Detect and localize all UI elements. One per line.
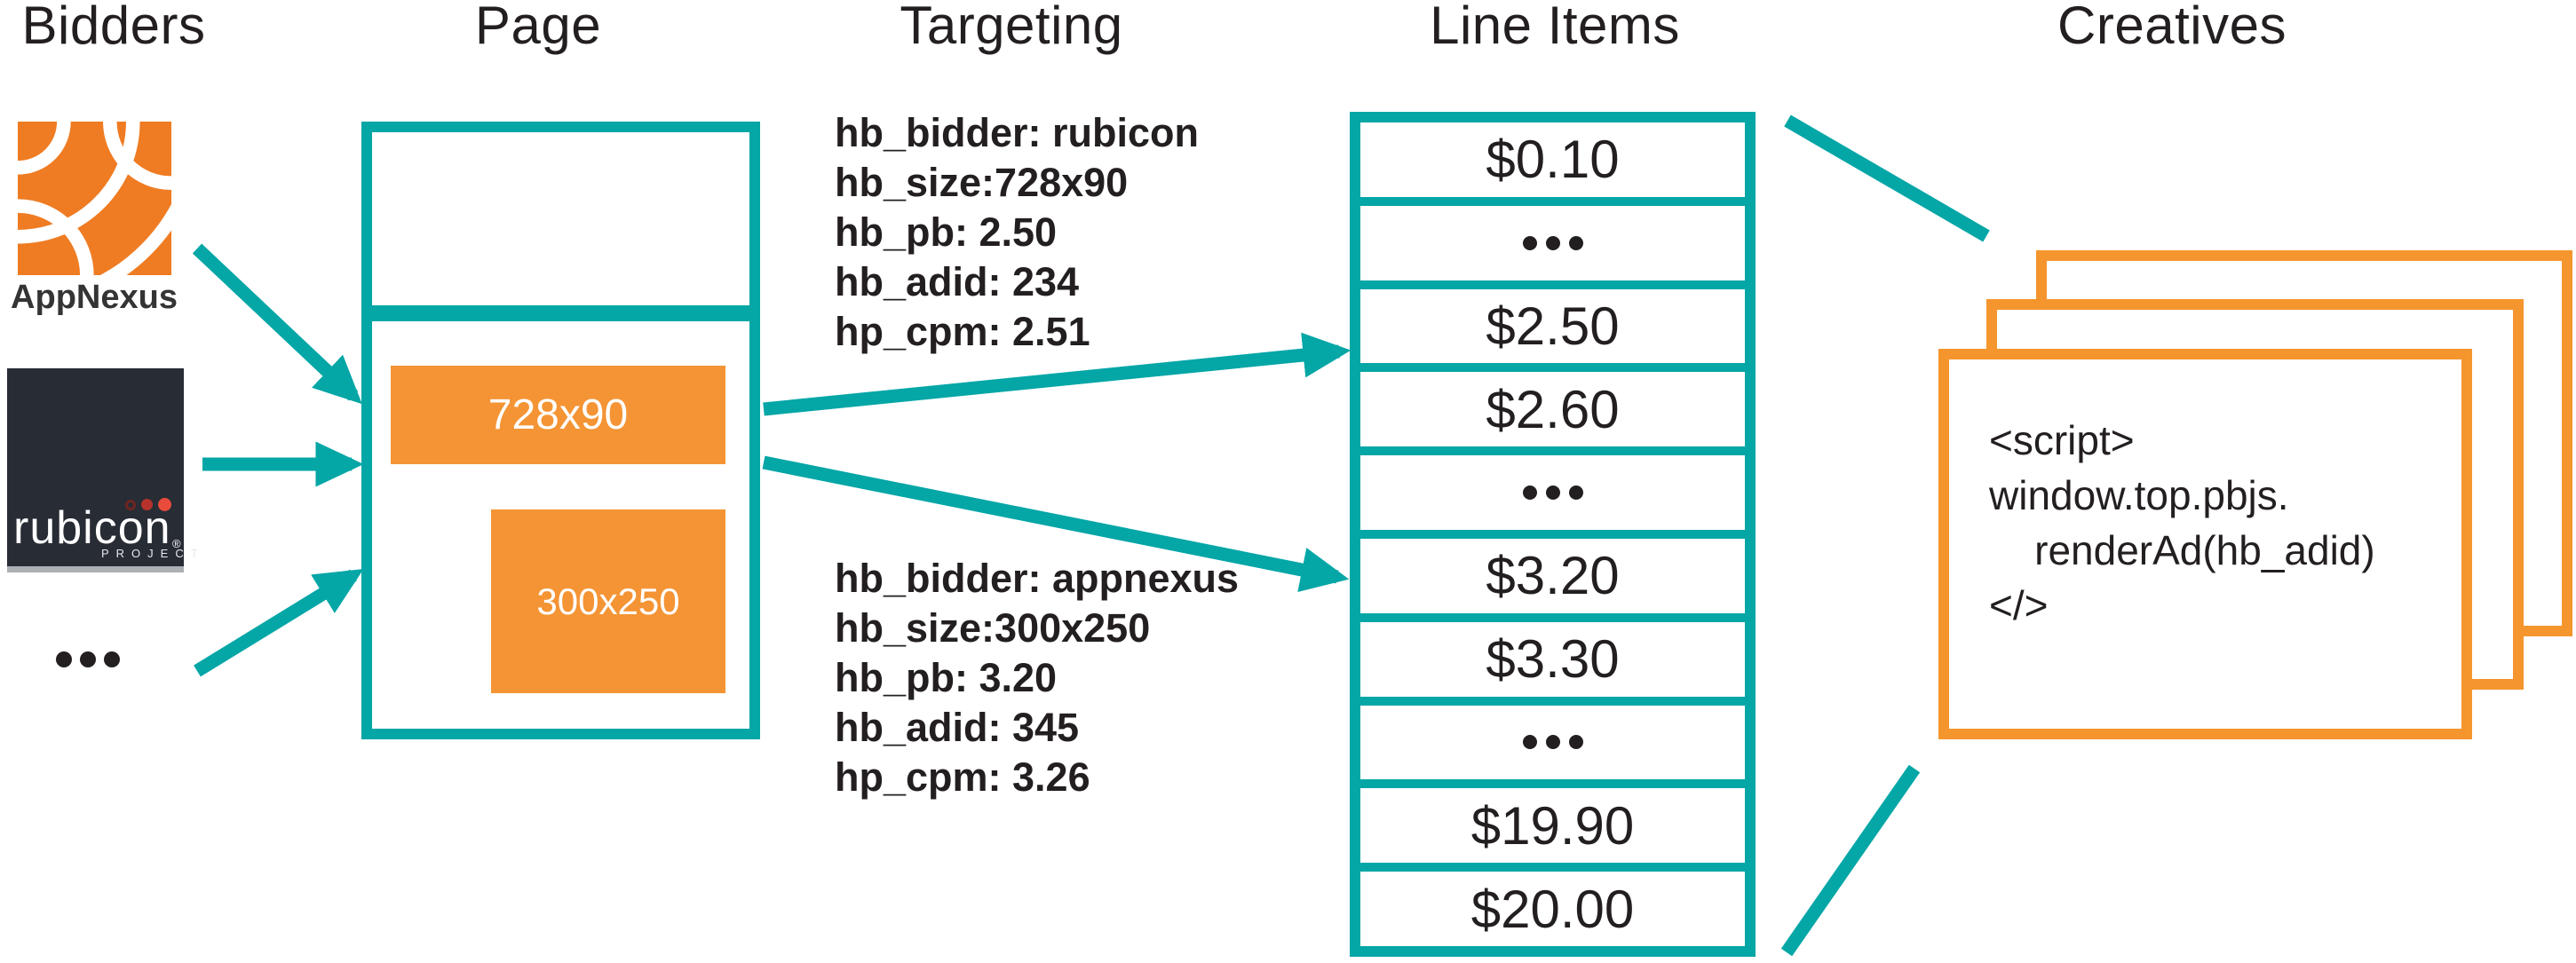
line-item-price-row: $3.30	[1486, 629, 1620, 690]
rubicon-wordmark: rubicon	[13, 502, 171, 554]
row-divider	[1360, 529, 1745, 539]
column-header-creatives: Creatives	[2057, 0, 2287, 55]
ellipsis-dot	[1522, 735, 1537, 750]
row-divider	[1360, 363, 1745, 373]
ellipsis-dot	[1568, 735, 1583, 750]
appnexus-logo-icon	[18, 122, 171, 275]
row-divider	[1360, 280, 1745, 289]
rubicon-logo-dots-icon	[125, 498, 171, 511]
ad-slot-728x90: 728x90	[391, 366, 725, 464]
column-header-page: Page	[474, 0, 602, 55]
line-item-price-row: $20.00	[1470, 879, 1635, 939]
ellipsis-dot	[1545, 235, 1560, 250]
row-divider	[1360, 779, 1745, 789]
ellipsis-dot	[1522, 235, 1537, 250]
targeting-key-value: hb_bidder: appnexus	[835, 556, 1240, 601]
script-code-line: </>	[1989, 582, 2049, 628]
script-code-line: window.top.pbjs.	[1989, 472, 2289, 518]
targeting-key-value: hp_cpm: 3.26	[835, 754, 1090, 800]
rubicon-project-logo: rubicon ® PROJECT	[7, 368, 198, 572]
targeting-key-value: hb_pb: 3.20	[835, 655, 1058, 700]
row-divider	[1360, 696, 1745, 706]
column-header-line-items: Line Items	[1430, 0, 1680, 55]
targeting-key-value: hb_adid: 234	[835, 259, 1080, 304]
line-items-table: $0.10 $2.50 $2.60 $3.20 $3.30 $19.90 $20.00	[1350, 112, 1756, 957]
arrow-otherbidders-to-page	[194, 568, 364, 677]
line-item-row-ellipsis	[1360, 206, 1745, 280]
page-outline: 728x90 300x250	[361, 122, 760, 739]
line-item-price-row: $2.60	[1486, 379, 1620, 439]
targeting-key-value: hb_adid: 345	[835, 705, 1080, 750]
line-item-row-ellipsis	[1360, 706, 1745, 780]
rubicon-reg-symbol: ®	[172, 537, 181, 550]
script-code-line: renderAd(hb_adid)	[1989, 527, 2375, 573]
line-lineitems-bottom-to-creatives	[1780, 764, 1921, 957]
ellipsis-dot	[1568, 235, 1583, 250]
ellipsis-dot	[1568, 485, 1583, 501]
arrow-page-to-lineitem-250	[763, 332, 1351, 416]
appnexus-label: AppNexus	[11, 279, 178, 316]
arrow-page-to-lineitem-320	[762, 455, 1350, 593]
targeting-key-value: hp_cpm: 2.51	[835, 309, 1090, 354]
targeting-key-value: hb_size:300x250	[835, 605, 1151, 651]
row-divider	[1360, 612, 1745, 622]
ad-slot-300x250: 300x250	[491, 509, 725, 693]
column-header-bidders: Bidders	[21, 0, 206, 55]
targeting-key-value: hb_bidder: rubicon	[835, 110, 1199, 155]
more-bidders-ellipsis-dots	[56, 651, 120, 667]
targeting-key-value: hb_pb: 2.50	[835, 209, 1058, 255]
arrow-appnexus-to-page	[192, 243, 362, 405]
row-divider	[1360, 446, 1745, 456]
script-code-line: <script>	[1989, 417, 2135, 463]
line-item-row-ellipsis	[1360, 455, 1745, 530]
line-item-price-row: $0.10	[1486, 130, 1620, 190]
ellipsis-dot	[1545, 485, 1560, 501]
targeting-key-value: hb_size:728x90	[835, 160, 1129, 205]
render-script-code: <script> window.top.pbjs. renderAd(hb_adi…	[1989, 413, 2375, 633]
column-header-targeting: Targeting	[900, 0, 1123, 55]
rubicon-project-label: PROJECT	[101, 547, 205, 560]
line-item-price-row: $19.90	[1470, 795, 1635, 856]
row-divider	[1360, 863, 1745, 872]
line-item-price-row: $2.50	[1486, 296, 1620, 356]
ellipsis-dot	[1545, 735, 1560, 750]
line-item-price-row: $3.20	[1486, 546, 1620, 606]
line-lineitems-top-to-creatives	[1784, 114, 1990, 242]
row-divider	[1360, 196, 1745, 206]
creative-card-front: <script> window.top.pbjs. renderAd(hb_adi…	[1938, 349, 2472, 739]
page-section-divider	[372, 305, 749, 321]
ellipsis-dot	[1522, 485, 1537, 501]
